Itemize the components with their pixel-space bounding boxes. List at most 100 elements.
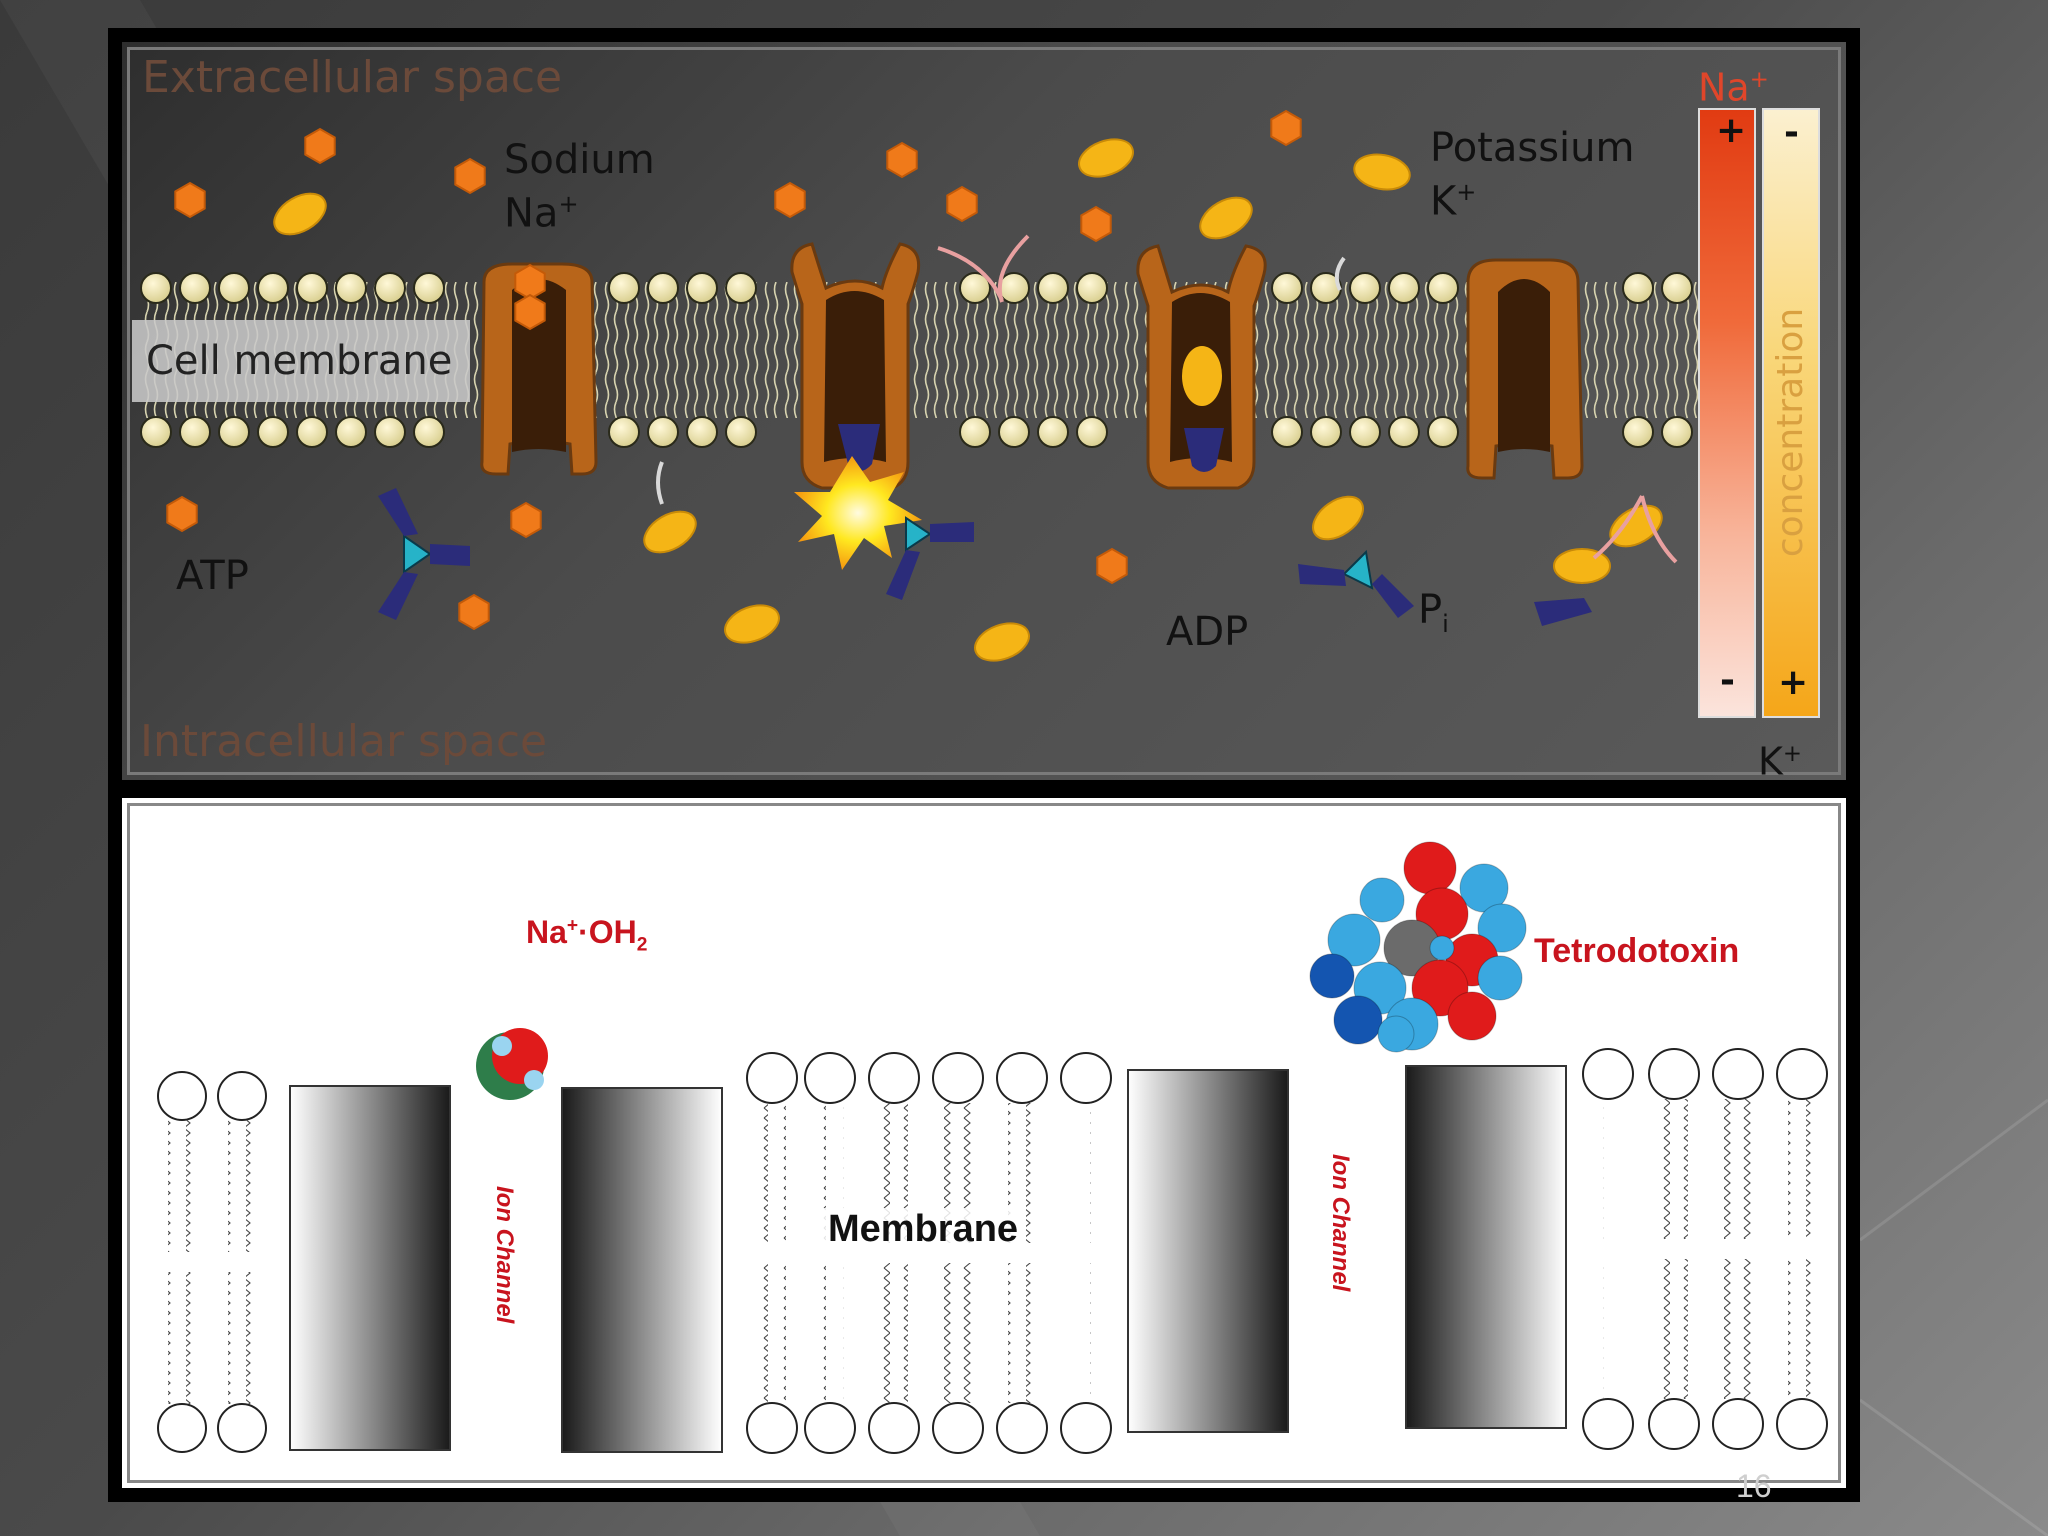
atp-bound-molecule: [886, 516, 974, 600]
lipid-tail: [246, 1272, 256, 1404]
lipid-head: [218, 416, 250, 448]
intracellular-space-label: Intracellular space: [140, 716, 548, 767]
k-concentration-bar: [1762, 108, 1820, 718]
lipid-head: [725, 272, 757, 304]
lipid-head: [157, 1071, 207, 1121]
lipid-head: [647, 416, 679, 448]
lipid-tail: [168, 1272, 178, 1404]
sodium-ion: [304, 127, 336, 165]
lipid-head: [1648, 1398, 1700, 1450]
adp-label: ADP: [1166, 609, 1249, 655]
pump-protein-4: [1466, 258, 1584, 480]
potassium-ion: [974, 622, 1030, 662]
ttx-atom: [1459, 863, 1509, 913]
lipid-head: [257, 416, 289, 448]
sodium-ion: [1096, 547, 1128, 585]
phosphate-molecule: [1534, 598, 1592, 626]
lipid-head: [1060, 1402, 1112, 1454]
lipid-tail: [1742, 1099, 1752, 1239]
lipid-tail: [246, 1120, 256, 1252]
lipid-tail: [834, 1263, 844, 1403]
lipid-tail: [880, 1263, 890, 1403]
lipid-head: [218, 272, 250, 304]
lipid-head: [959, 416, 991, 448]
lipid-tail: [1678, 1259, 1688, 1399]
lipid-tail: [758, 1103, 768, 1243]
lipid-tail: [228, 1120, 238, 1252]
tetrodotoxin-molecule: [1309, 841, 1527, 1053]
pump-protein-1: [480, 262, 598, 476]
sodium-ion: [946, 185, 978, 223]
hydrated-sodium-label: Na+·OH2: [526, 914, 648, 956]
lipid-head: [1076, 416, 1108, 448]
membrane-lipids: [157, 1048, 1828, 1454]
potassium-ion: [273, 192, 327, 236]
na-bar-label: Na+: [1698, 65, 1769, 110]
lipid-head: [157, 1403, 207, 1453]
sodium-ion: [886, 141, 918, 179]
transport-arrows: [656, 234, 1678, 564]
sodium-ion: [1270, 109, 1302, 147]
channel-wall-2: [561, 1087, 723, 1453]
sodium-potassium-pump-diagram: Extracellular space Intracellular space …: [122, 42, 1846, 780]
lipid-head: [1776, 1048, 1828, 1100]
lipid-head: [1622, 272, 1654, 304]
phosphate-label: Pi: [1418, 587, 1449, 638]
lipid-head: [1648, 1048, 1700, 1100]
cell-membrane-label: Cell membrane: [132, 320, 470, 402]
lipid-head: [140, 416, 172, 448]
lipid-tail: [816, 1103, 826, 1243]
lipid-tail: [1090, 1263, 1100, 1403]
lipid-head: [296, 272, 328, 304]
ttx-atom: [1309, 953, 1355, 999]
lipid-tail: [1594, 1099, 1604, 1239]
lipid-tail: [962, 1103, 972, 1243]
ttx-atom: [1403, 841, 1457, 895]
channel-wall-1: [289, 1085, 451, 1451]
lipid-head: [868, 1402, 920, 1454]
lipid-tail: [1026, 1103, 1036, 1243]
sodium-ion: [458, 593, 490, 631]
lipid-tail: [1026, 1263, 1036, 1403]
lipid-head: [647, 272, 679, 304]
ttx-atom: [1377, 1015, 1415, 1053]
lipid-tail: [1788, 1259, 1798, 1399]
lipid-tail: [1612, 1259, 1622, 1399]
lipid-tail: [1072, 1103, 1082, 1243]
lipid-tail: [1788, 1099, 1798, 1239]
lipid-tail: [1806, 1099, 1816, 1239]
channel-wall-3: [1127, 1069, 1289, 1433]
lipid-tail: [1008, 1103, 1018, 1243]
lipid-head: [1310, 416, 1342, 448]
sodium-ion: [174, 181, 206, 219]
ttx-atom: [1359, 877, 1405, 923]
ttx-atom: [1477, 903, 1527, 953]
na-concentration-bar: [1698, 108, 1756, 718]
sodium-ion: [514, 293, 546, 331]
lipid-tail: [1090, 1103, 1100, 1243]
lipid-tail: [1724, 1259, 1734, 1399]
pump-protein-3: [1136, 244, 1267, 490]
lipid-head: [374, 416, 406, 448]
lipid-tail: [228, 1272, 238, 1404]
potassium-ion: [1312, 495, 1364, 541]
lipid-head: [932, 1052, 984, 1104]
lipid-tail: [834, 1103, 844, 1243]
lipid-tail: [1806, 1259, 1816, 1399]
lipid-tail: [1660, 1099, 1670, 1239]
lipid-head: [1271, 272, 1303, 304]
sodium-ion: [510, 501, 542, 539]
lipid-head: [1060, 1052, 1112, 1104]
lipid-head: [608, 272, 640, 304]
lipid-tail: [816, 1263, 826, 1403]
lipid-tail: [1742, 1259, 1752, 1399]
ion-channel-label-2: Ion Channel: [1327, 1154, 1354, 1292]
lipid-head: [1582, 1398, 1634, 1450]
sodium-ion: [774, 181, 806, 219]
pump-illustration: [140, 109, 1700, 662]
atp-hydrolysis-flash: [794, 456, 922, 570]
lipid-tail: [186, 1120, 196, 1252]
lipid-tail: [1724, 1099, 1734, 1239]
lipid-head: [217, 1403, 267, 1453]
ttx-atom: [1477, 955, 1523, 1001]
